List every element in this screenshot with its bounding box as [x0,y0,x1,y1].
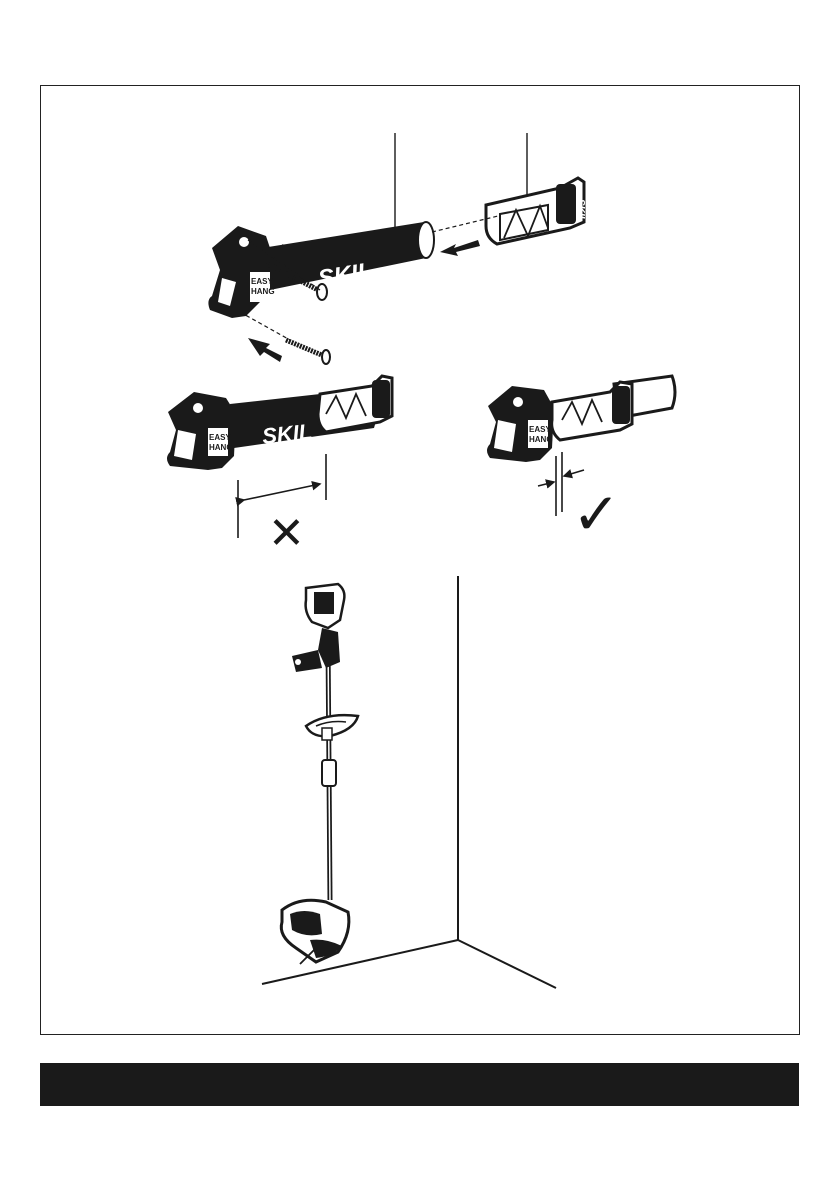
wrong-mark: ✕ [268,509,305,558]
hook-label-line2: HANG [251,287,275,296]
arrow-lower-screw [248,338,282,362]
correct-assembly: EASY HANG ✓ [487,376,675,547]
bracket-tube: SKIL [262,222,434,293]
footer-bar [40,1063,799,1106]
right-hook-label-line1: EASY [529,425,551,434]
bracket-hook: EASY HANG [208,226,274,318]
wrong-tube-brand-label: SKIL [261,419,313,449]
cap-brand-label: SKIL [575,199,586,222]
right-gap-arrow-right [564,470,584,476]
right-hook-label-line2: HANG [529,435,553,444]
right-gap-arrow-left [538,482,554,486]
hook-label-line1: EASY [251,277,273,286]
grass-trimmer [281,584,358,964]
right-mark: ✓ [572,482,621,547]
gap-dimension-arrow [244,484,320,500]
bracket-end-cap: SKIL [486,178,586,244]
exploded-assembly: SKIL SKIL EASY HANG [208,133,586,364]
incorrect-assembly: SKIL EASY HANG ✕ [167,376,392,558]
screw-lower [286,340,330,364]
wrong-hook-label-line2: HANG [209,443,233,452]
wrong-hook-label-line1: EASY [209,433,231,442]
arrow-into-tube [440,240,480,256]
